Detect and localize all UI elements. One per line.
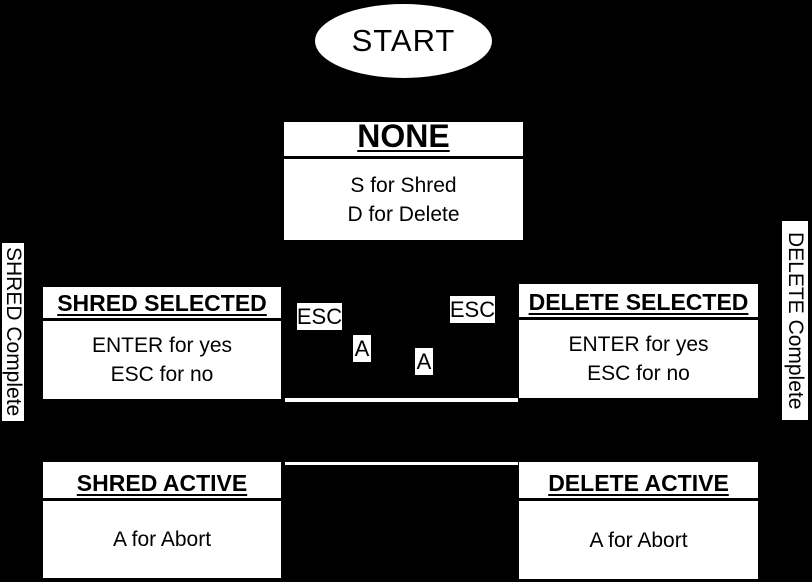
edge-label-abort-right: A [415,348,433,375]
state-shred-selected: SHRED SELECTED ENTER for yes ESC for no [43,287,281,399]
state-delete-selected-line2: ESC for no [587,362,690,385]
state-delete-active-title: DELETE ACTIVE [519,462,758,501]
state-none-line1: S for Shred [350,173,457,197]
state-delete-selected: DELETE SELECTED ENTER for yes ESC for no [519,284,758,398]
state-shred-selected-line2: ESC for no [110,363,214,386]
edge-label-abort-left: A [353,335,371,362]
state-shred-active-body: A for Abort [43,501,281,578]
state-none: NONE S for Shred D for Delete [284,118,523,240]
edge-label-esc-right: ESC [449,296,496,323]
state-shred-active-title: SHRED ACTIVE [43,462,281,501]
state-none-line2: D for Delete [347,202,460,226]
side-label-delete-complete: DELETE Complete [782,221,808,420]
side-label-shred-complete: SHRED Complete [2,243,25,421]
start-node: START [315,4,492,78]
state-none-body: S for Shred D for Delete [284,159,523,240]
edge-label-esc-left: ESC [296,303,343,330]
state-shred-active: SHRED ACTIVE A for Abort [43,462,281,578]
rank-bar-top [285,398,518,402]
state-delete-active-body: A for Abort [519,501,758,579]
state-delete-selected-line1: ENTER for yes [568,333,709,356]
state-shred-active-line1: A for Abort [112,528,212,551]
state-delete-selected-title: DELETE SELECTED [519,284,758,320]
start-node-label: START [351,23,456,58]
state-none-title: NONE [284,118,523,159]
state-delete-active-line1: A for Abort [589,528,688,552]
rank-bar-bottom [285,462,518,465]
state-shred-selected-line1: ENTER for yes [91,334,233,357]
state-delete-selected-body: ENTER for yes ESC for no [519,320,758,398]
state-shred-selected-title: SHRED SELECTED [43,287,281,321]
state-delete-active: DELETE ACTIVE A for Abort [519,462,758,579]
state-shred-selected-body: ENTER for yes ESC for no [43,321,281,399]
